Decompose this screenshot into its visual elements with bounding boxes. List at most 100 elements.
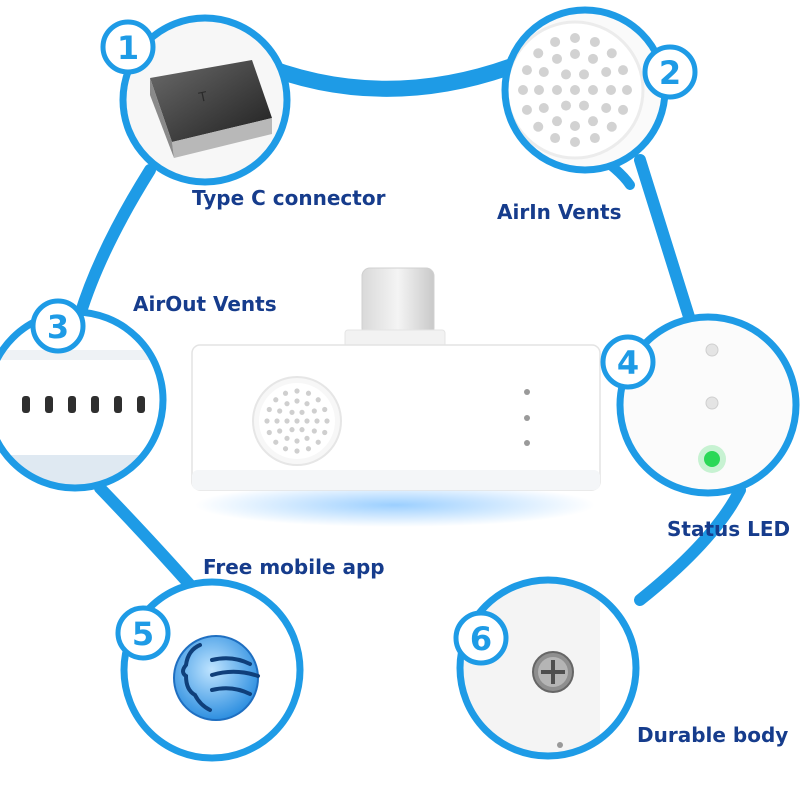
status-leds <box>524 389 530 446</box>
vent-hole <box>589 133 600 144</box>
vent-hole <box>304 435 310 441</box>
main-device <box>191 267 601 491</box>
vent-hole <box>550 133 561 144</box>
vent-hole <box>601 67 612 77</box>
vent-hole <box>570 121 580 131</box>
vent-hole <box>311 408 317 414</box>
usb-c-plug <box>361 267 435 337</box>
vent-hole <box>289 409 295 415</box>
vent-hole <box>294 418 300 424</box>
vent-hole <box>552 116 562 127</box>
airin-vent-grille <box>252 376 342 466</box>
breath-app-icon <box>173 635 260 721</box>
vent-hole <box>284 401 290 407</box>
feature-3-circle <box>0 308 167 492</box>
vent-hole <box>518 85 528 95</box>
vent-hole <box>589 36 600 47</box>
svg-text:1: 1 <box>117 29 139 67</box>
vent-hole <box>299 409 305 415</box>
vent-hole <box>579 69 589 80</box>
vent-hole <box>570 49 580 59</box>
vent-hole <box>264 418 270 424</box>
vent-hole <box>277 408 283 414</box>
usb-c-chip-image: T <box>150 60 272 158</box>
feature-6-circle <box>456 576 640 760</box>
led-off-1 <box>705 343 719 357</box>
number-badge-2: 2 <box>642 44 698 100</box>
vent-hole <box>534 85 544 95</box>
label-airout-vents: AirOut Vents <box>133 292 277 316</box>
vent-hole <box>570 85 580 95</box>
vent-hole <box>289 427 295 433</box>
vent-hole <box>282 390 289 396</box>
vent-hole <box>606 48 617 59</box>
vent-hole <box>552 85 562 95</box>
vent-hole <box>521 104 532 115</box>
vent-hole <box>622 85 632 95</box>
device-glow <box>195 483 595 527</box>
vent-hole <box>284 418 290 424</box>
vent-hole <box>322 406 328 413</box>
label-airin-vents: AirIn Vents <box>497 200 622 224</box>
vent-hole <box>266 406 272 413</box>
number-badge-3: 3 <box>30 298 86 354</box>
vent-hole <box>273 397 279 403</box>
vent-hole <box>570 33 580 43</box>
vent-hole <box>533 48 544 59</box>
vent-hole <box>315 397 321 403</box>
vent-hole <box>311 428 317 434</box>
vent-hole <box>314 418 320 424</box>
vent-hole <box>521 65 532 76</box>
vent-hole <box>588 116 598 127</box>
label-free-mobile-app: Free mobile app <box>203 555 385 579</box>
vent-hole <box>538 67 549 77</box>
vent-hole <box>606 85 616 95</box>
number-badge-5: 5 <box>115 605 171 661</box>
vent-hole <box>294 398 300 404</box>
label-durable-body: Durable body <box>637 723 789 747</box>
number-badge-4: 4 <box>600 334 656 390</box>
vent-hole <box>538 103 549 113</box>
svg-text:5: 5 <box>132 615 154 653</box>
vent-hole <box>299 427 305 433</box>
svg-text:4: 4 <box>617 344 639 382</box>
vent-hole <box>294 388 300 394</box>
vent-hole <box>284 435 290 441</box>
vent-hole <box>305 446 312 452</box>
vent-hole <box>561 100 571 111</box>
vent-hole <box>588 85 598 95</box>
vent-hole <box>606 121 617 132</box>
svg-text:T: T <box>197 90 209 107</box>
vent-hole <box>618 104 629 115</box>
number-badge-1: 1 <box>100 19 156 75</box>
svg-text:3: 3 <box>47 308 69 346</box>
vent-hole <box>550 36 561 47</box>
feature-2-circle <box>501 6 669 174</box>
vent-hole <box>579 100 589 111</box>
vent-hole <box>277 428 283 434</box>
feature-4-circle <box>616 313 800 497</box>
vent-hole <box>552 53 562 64</box>
vent-hole <box>294 438 300 444</box>
vent-hole <box>305 390 312 396</box>
vent-hole <box>315 439 321 445</box>
number-badge-6: 6 <box>453 610 509 666</box>
vent-hole <box>266 429 272 436</box>
label-type-c-connector: Type C connector <box>192 186 386 210</box>
label-status-led: Status LED <box>667 517 791 541</box>
led-off-2 <box>705 396 719 410</box>
screw-image <box>532 651 574 693</box>
vent-hole <box>533 121 544 132</box>
vent-hole <box>570 137 580 147</box>
vent-hole <box>588 53 598 64</box>
vent-hole <box>304 401 310 407</box>
vent-hole <box>322 429 328 436</box>
vent-hole <box>294 448 300 454</box>
vent-hole <box>282 446 289 452</box>
airout-slots <box>22 396 145 413</box>
svg-text:6: 6 <box>470 620 492 658</box>
vent-hole <box>561 69 571 80</box>
vent-hole <box>274 418 280 424</box>
svg-text:2: 2 <box>659 54 681 92</box>
